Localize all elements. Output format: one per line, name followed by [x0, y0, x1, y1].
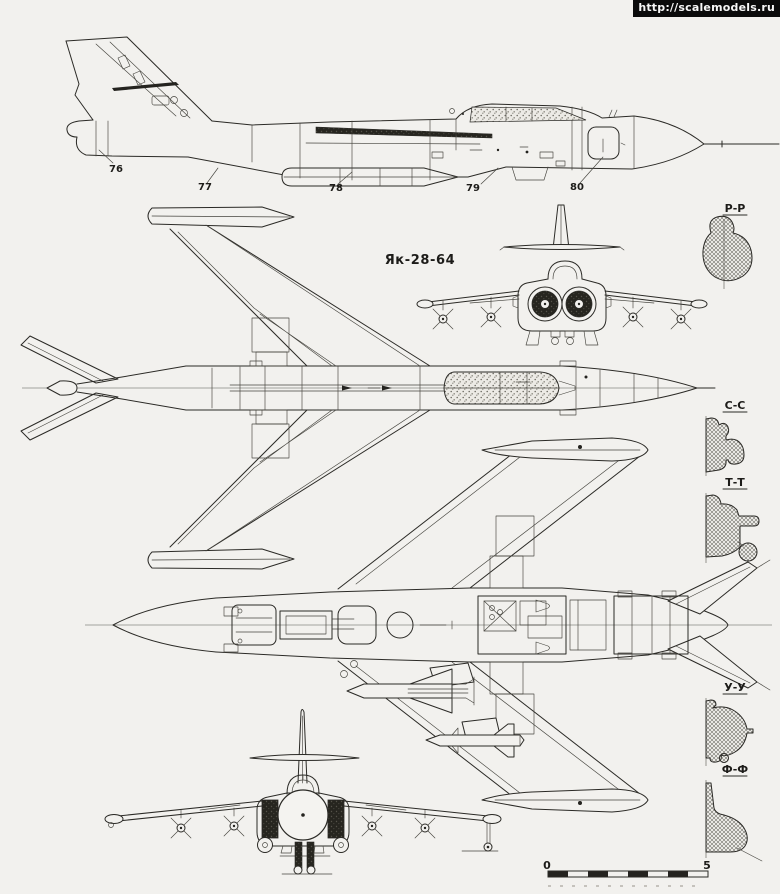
- scale-bar: 0 5: [543, 859, 711, 887]
- main-wheel-left: [257, 837, 273, 853]
- leader-79: [480, 167, 499, 185]
- section-label-tt: Т-Т: [725, 476, 745, 489]
- tailplane-front: [249, 754, 360, 761]
- tailplane-edge: [112, 82, 179, 91]
- leader-76: [98, 149, 114, 164]
- wing-right-leading-edge: [197, 409, 431, 557]
- section-tt: Т-Т: [705, 476, 760, 563]
- missile-front-glyphs: [432, 306, 692, 330]
- wingtip-pod-lower: [481, 788, 649, 813]
- section-uu: У-У: [705, 681, 754, 766]
- tail-cross-section: [705, 782, 748, 853]
- fuselage-cross-section: [702, 215, 753, 282]
- leader-80: [579, 156, 604, 184]
- section-ff: Ф-Ф: [705, 763, 763, 862]
- section-label-cc: С-С: [725, 399, 746, 412]
- intake-left: [261, 799, 279, 839]
- center-gear-strut: [294, 841, 303, 869]
- leader-77: [206, 167, 219, 184]
- watermark-link[interactable]: http://scalemodels.ru: [633, 0, 780, 17]
- nacelle-cross-section: [705, 494, 760, 558]
- wing-root-edge: [315, 126, 493, 139]
- canopy-glazing: [469, 106, 587, 123]
- aircraft-title: Як-28-64: [385, 253, 456, 268]
- section-pp: Р-Р: [702, 202, 753, 289]
- section-cc: С-С: [705, 399, 748, 476]
- section-label-pp: Р-Р: [725, 202, 746, 215]
- scale-start: 0: [543, 859, 551, 872]
- wingtip-pod-left: [147, 206, 295, 228]
- section-label-ff: Ф-Ф: [722, 763, 748, 776]
- wingtip-pod-upper: [481, 437, 649, 462]
- stabilizer-top: [667, 561, 758, 615]
- rear-view: [416, 204, 708, 346]
- aft-fuselage-cross-section: [705, 699, 754, 763]
- stabilizer-left: [20, 335, 119, 384]
- wing-left-leading-edge: [197, 219, 431, 367]
- missile-plan-small: [425, 717, 525, 758]
- leader-78: [337, 171, 353, 185]
- scale-end: 5: [703, 859, 711, 872]
- missile-cross-section: [738, 542, 758, 562]
- missile-plan-large: [346, 662, 475, 714]
- part-label-79: 79: [466, 183, 480, 194]
- missile-front-row: [170, 815, 436, 839]
- section-label-uu: У-У: [724, 681, 746, 694]
- part-label-77: 77: [198, 182, 212, 193]
- wingtip-pod-right: [147, 548, 295, 570]
- front-view: [104, 709, 502, 875]
- wing-upper: [337, 453, 641, 590]
- main-wheel-right: [333, 837, 349, 853]
- tailplane: [503, 244, 621, 250]
- intake-right: [327, 799, 345, 839]
- nose-hatch: [587, 126, 620, 160]
- side-view: 76 77 78 79 80: [65, 36, 780, 194]
- wing-root-cross-section: [705, 417, 745, 473]
- stabilizer-right: [20, 392, 119, 441]
- outrigger-pod-right: [482, 814, 502, 824]
- bottom-view: [85, 437, 772, 813]
- part-label-80: 80: [570, 182, 584, 193]
- outrigger-pod-left: [104, 814, 124, 824]
- top-view: [20, 206, 716, 570]
- part-label-78: 78: [329, 183, 343, 194]
- part-label-76: 76: [109, 164, 123, 175]
